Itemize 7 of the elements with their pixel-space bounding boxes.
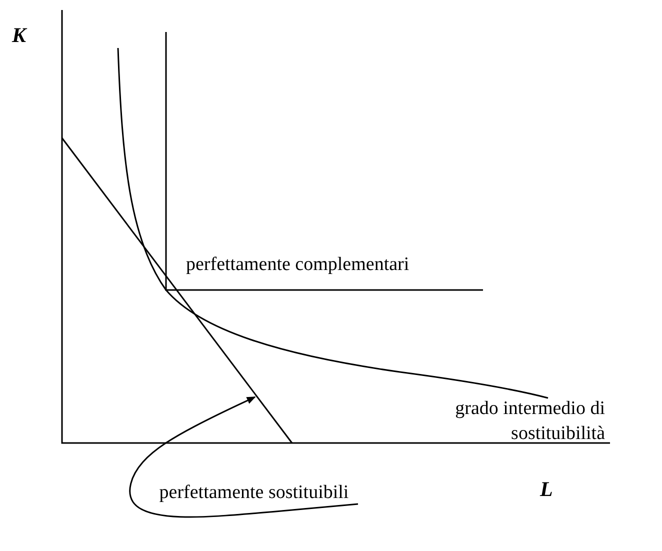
leader-arrow (129, 396, 358, 518)
curve-label: grado intermedio di sostituibilità (454, 397, 605, 446)
axis-label: K (12, 24, 26, 46)
label-text: perfettamente sostituibili (150, 482, 358, 504)
curve-label: perfettamente complementari (186, 254, 410, 276)
isoquant-line (61, 138, 293, 444)
axis-label: L (540, 478, 553, 500)
